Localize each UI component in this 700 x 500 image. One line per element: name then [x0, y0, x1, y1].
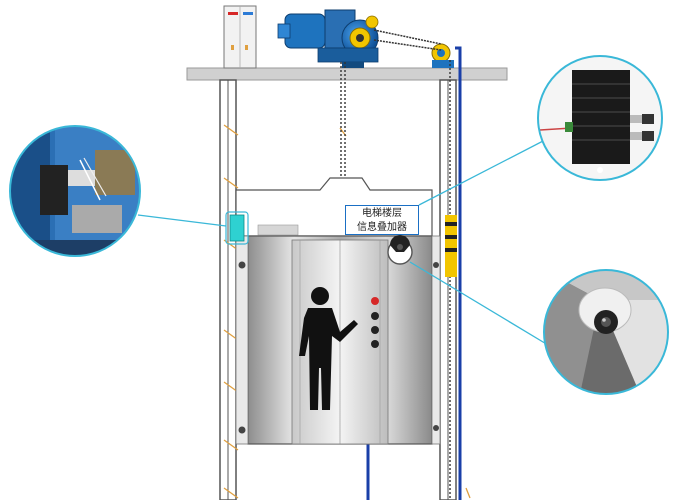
call-buttons: [371, 297, 379, 348]
pulley-icon: [431, 43, 454, 68]
control-cabinet-icon: [223, 5, 257, 69]
callout-lines: [137, 139, 549, 346]
signal-box-callout: [537, 55, 663, 181]
overlay-label-line1: 电梯楼层: [362, 208, 402, 219]
floor-sensor-callout: [9, 125, 141, 257]
hoist-ropes: [340, 29, 451, 500]
overlay-label-line2: 信息叠加器: [357, 222, 407, 233]
person-icon: [299, 287, 358, 410]
camera-callout: [543, 269, 669, 395]
guide-rail: [445, 215, 457, 277]
traction-machine-icon: [277, 9, 379, 68]
overlay-device-label: 电梯楼层 信息叠加器: [345, 205, 419, 235]
floor-sensor-icon: [225, 211, 249, 245]
dome-camera-icon: [387, 235, 413, 265]
